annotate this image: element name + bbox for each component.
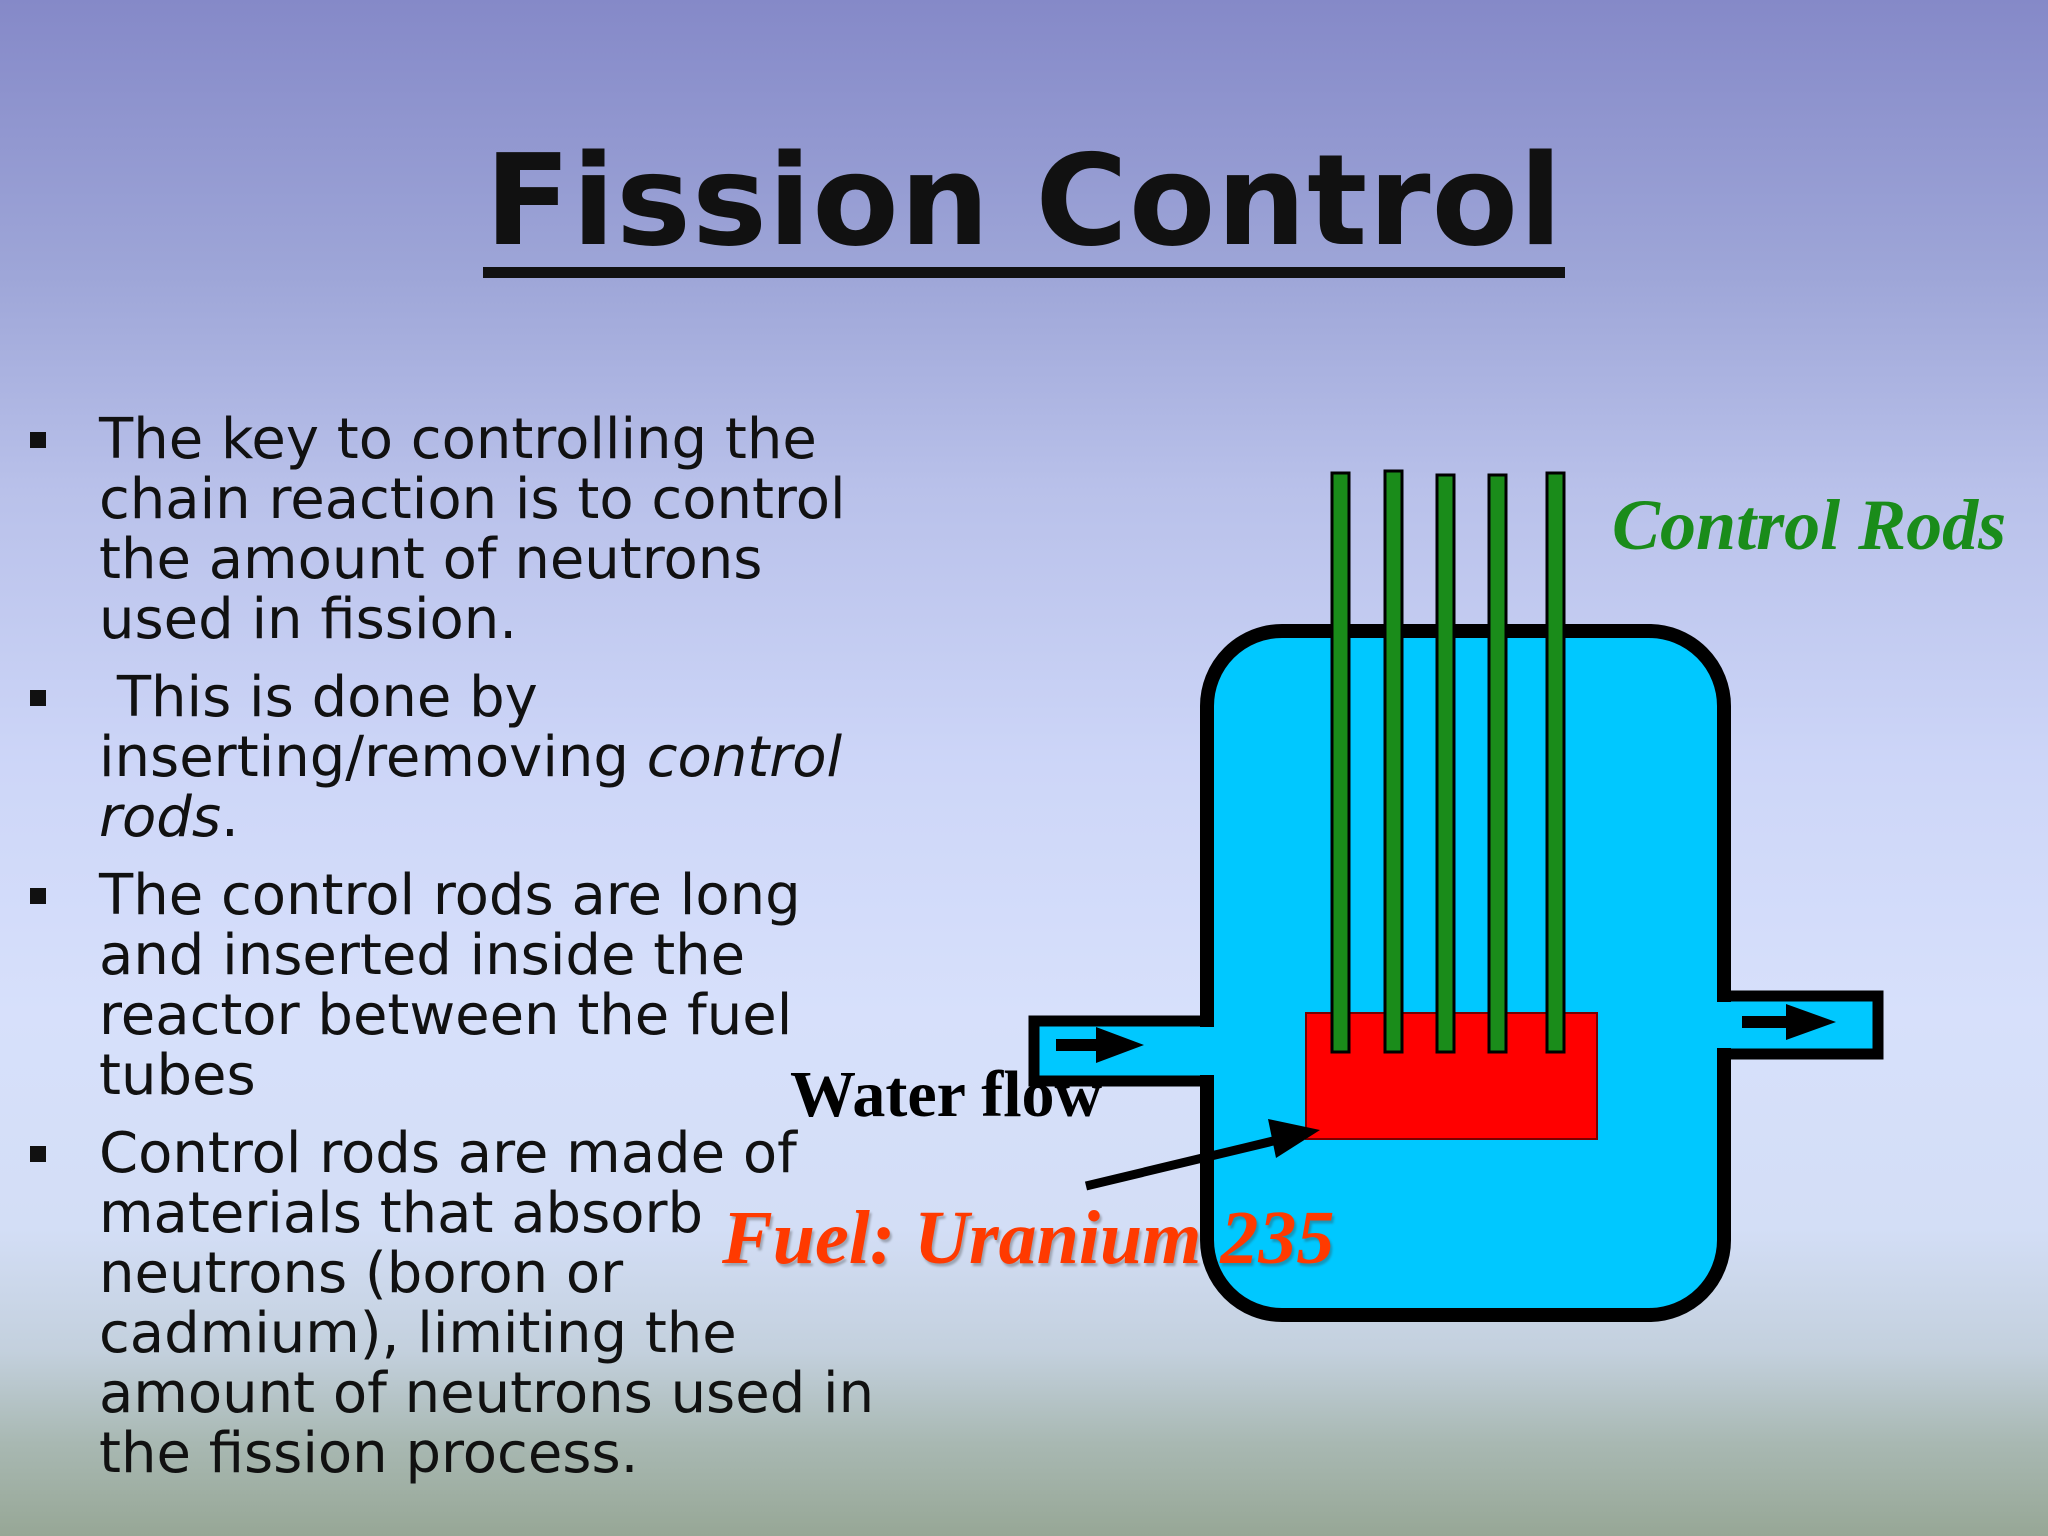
inlet-opening xyxy=(1190,1027,1230,1075)
bullet-text: The control rods are long and inserted i… xyxy=(99,863,819,1108)
water-inlet-arrow-icon xyxy=(1056,1027,1144,1063)
control-rods-group xyxy=(1330,469,1566,1054)
fuel-pointer-arrow-icon xyxy=(1084,1119,1320,1191)
bullet-marker-icon xyxy=(30,1146,46,1162)
bullet-item: Control rods are made of materials that … xyxy=(26,1124,886,1484)
control-rod xyxy=(1330,471,1351,1054)
control-rods-label: Control Rods xyxy=(1612,485,2007,565)
water-outlet-arrow-icon xyxy=(1742,1004,1836,1040)
bullet-text-part: . xyxy=(221,785,239,850)
bullet-item: This is done by inserting/removing contr… xyxy=(26,668,886,848)
control-rod xyxy=(1435,473,1456,1054)
water-flow-label: Water flow xyxy=(790,1058,1103,1131)
bullet-item: The key to controlling the chain reactio… xyxy=(26,410,886,650)
fuel-label: Fuel: Uranium 235 xyxy=(722,1196,1335,1280)
control-rod xyxy=(1487,473,1508,1054)
slide-title: Fission Control xyxy=(0,126,2048,278)
bullet-list: The key to controlling the chain reactio… xyxy=(26,410,886,1502)
bullet-emphasis: control rods xyxy=(99,725,860,850)
bullet-text: The key to controlling the chain reactio… xyxy=(99,407,864,652)
bullet-marker-icon xyxy=(30,432,46,448)
outlet-opening xyxy=(1700,1002,1740,1048)
control-rod xyxy=(1545,471,1566,1054)
bullet-text: Control rods are made of materials that … xyxy=(99,1121,892,1486)
control-rod xyxy=(1383,469,1404,1054)
bullet-item: The control rods are long and inserted i… xyxy=(26,866,886,1106)
bullet-marker-icon xyxy=(30,888,46,904)
slide-title-text: Fission Control xyxy=(482,137,1566,278)
bullet-text: This is done by inserting/removing contr… xyxy=(99,665,860,850)
bullet-text-part: This is done by inserting/removing xyxy=(99,665,647,790)
bullet-marker-icon xyxy=(30,690,46,706)
